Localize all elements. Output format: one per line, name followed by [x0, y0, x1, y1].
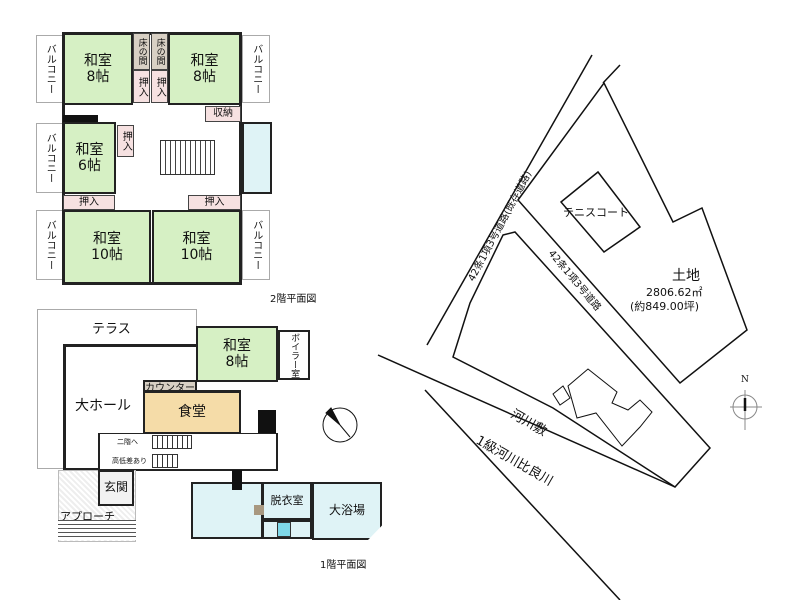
small-closet: [63, 115, 98, 123]
boiler-room: ボイラー室: [278, 330, 310, 380]
tennis-court: [559, 170, 642, 254]
north-label: N: [741, 375, 749, 385]
approach-label: アプローチ: [60, 510, 115, 523]
wall: [63, 468, 100, 471]
floor2-title: 2階平面図: [270, 294, 317, 305]
river-edge: [424, 389, 621, 600]
land-area-tsubo: (約849.00坪): [630, 300, 700, 313]
stairs-up: [152, 435, 192, 449]
shelf: [254, 505, 264, 515]
to-2f-label: 二階へ: [117, 438, 138, 446]
closet: 押入: [117, 125, 134, 157]
dressing-room: 脱衣室: [262, 482, 312, 520]
lower-lot: [452, 231, 712, 488]
step-label: 高低差あり: [112, 457, 147, 465]
pillar: [232, 470, 242, 490]
road-edge: [426, 54, 593, 346]
toilet-area: [191, 482, 263, 539]
closet: 押入: [151, 70, 168, 103]
staircase: [160, 140, 215, 175]
closet: 押入: [188, 195, 241, 210]
tokonoma: 床の間: [133, 33, 150, 70]
balcony: バルコニー: [242, 35, 270, 103]
balcony: バルコニー: [36, 35, 63, 103]
road-edge: [602, 64, 621, 84]
compass-1f: [322, 407, 358, 443]
building-footprint: [567, 368, 653, 447]
balcony: バルコニー: [36, 123, 63, 193]
terrace-label: テラス: [92, 322, 131, 337]
entrance: 玄関: [98, 470, 134, 506]
approach-steps: [58, 520, 136, 540]
tokonoma: 床の間: [151, 33, 168, 70]
toilet-area: [242, 122, 272, 194]
hall-wall: [63, 344, 197, 470]
closet: 押入: [133, 70, 150, 103]
balcony: バルコニー: [242, 210, 270, 280]
dining-room: 食堂: [143, 390, 241, 434]
storage: 収納: [205, 106, 241, 122]
land-lot: [517, 81, 748, 385]
tennis-label: テニスコート: [563, 206, 629, 219]
large-bath: 大浴場: [312, 482, 382, 540]
river-edge: [377, 354, 676, 488]
closet: 押入: [63, 195, 115, 210]
land-label: 土地: [672, 268, 700, 284]
small-building: [552, 385, 571, 406]
step-stairs: [152, 454, 178, 468]
pillar: [258, 410, 276, 434]
compass-north: [730, 390, 762, 430]
land-area-m2: 2806.62㎡: [646, 286, 703, 299]
floor1-title: 1階平面図: [320, 560, 367, 571]
sink: [277, 522, 291, 537]
hall-label: 大ホール: [75, 398, 131, 414]
